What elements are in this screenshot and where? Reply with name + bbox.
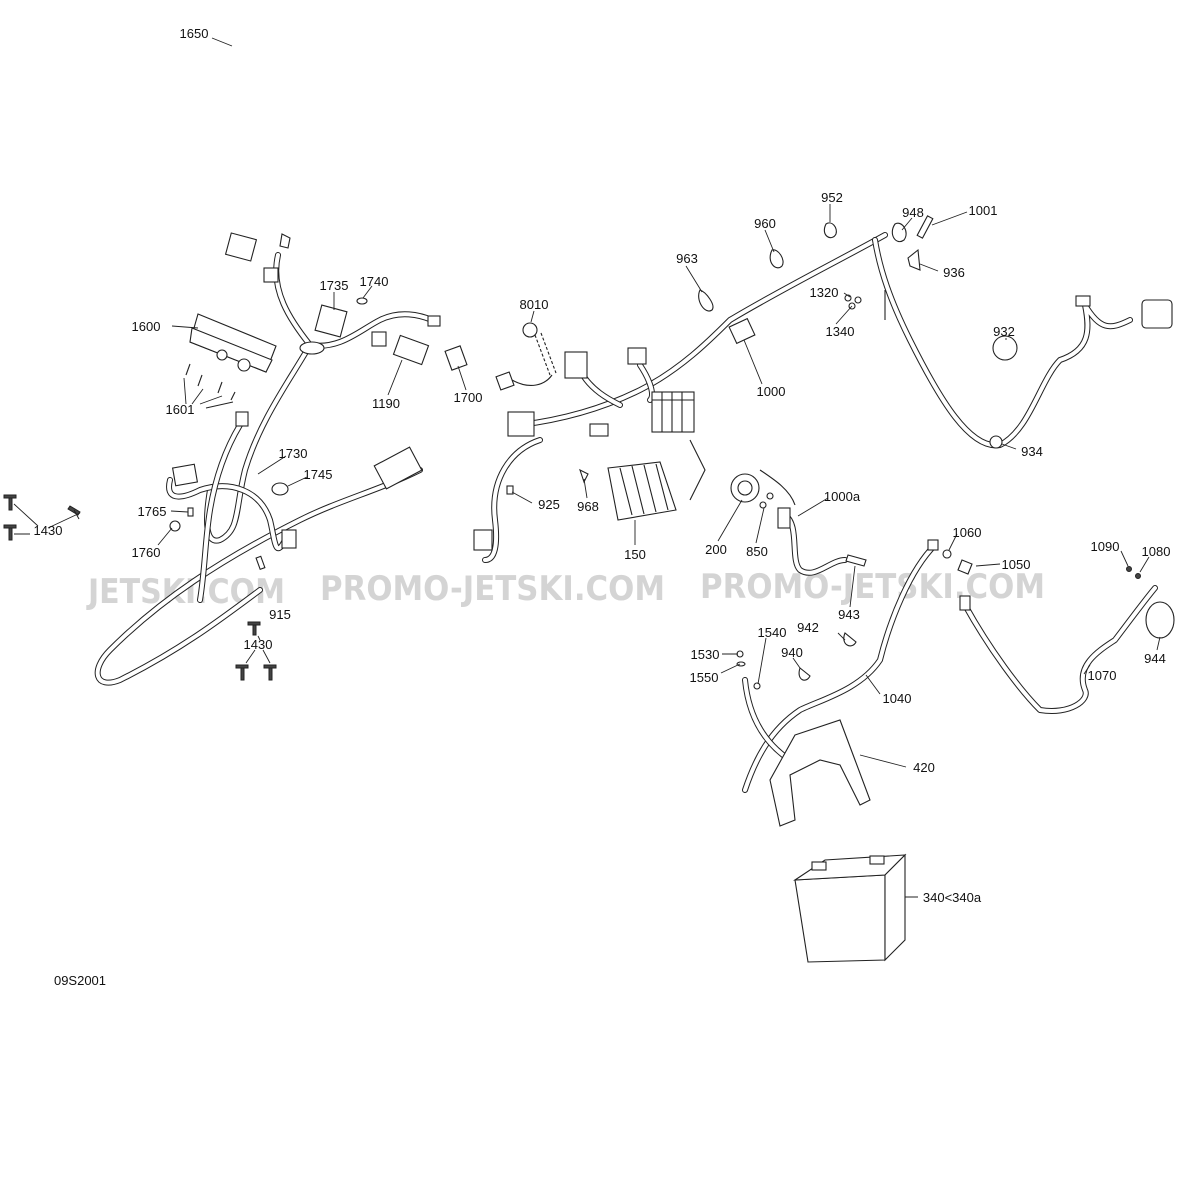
part-8010 <box>495 322 557 391</box>
label-1540: 1540 <box>758 625 787 640</box>
label-1001: 1001 <box>969 203 998 218</box>
left-harness-1730 <box>94 252 435 686</box>
label-1430-b: 1430 <box>244 637 273 652</box>
label-150: 150 <box>624 547 646 562</box>
label-1060: 1060 <box>953 525 982 540</box>
watermark-text: PROMO-JETSKI.COM <box>700 567 1045 607</box>
label-850: 850 <box>746 544 768 559</box>
small-fasteners-left <box>3 482 289 681</box>
part-150-regulator <box>607 461 677 521</box>
part-340-battery <box>793 853 907 963</box>
label-940: 940 <box>781 645 803 660</box>
label-1320: 1320 <box>810 285 839 300</box>
label-960: 960 <box>754 216 776 231</box>
label-1040: 1040 <box>883 691 912 706</box>
label-200: 200 <box>705 542 727 557</box>
label-968: 968 <box>577 499 599 514</box>
leader-lines <box>13 37 1161 898</box>
label-948: 948 <box>902 205 924 220</box>
part-1600-gauge <box>189 313 277 373</box>
label-1000a: 1000a <box>824 489 861 504</box>
label-1090: 1090 <box>1091 539 1120 554</box>
watermark: JETSKI.COM PROMO-JETSKI.COM PROMO-JETSKI… <box>86 567 1045 612</box>
label-1340: 1340 <box>826 324 855 339</box>
label-1760: 1760 <box>132 545 161 560</box>
label-1735: 1735 <box>320 278 349 293</box>
label-936: 936 <box>943 265 965 280</box>
label-1530: 1530 <box>691 647 720 662</box>
label-1600: 1600 <box>132 319 161 334</box>
label-1745: 1745 <box>304 467 333 482</box>
part-420-strap <box>769 719 871 827</box>
diagram-id: 09S2001 <box>54 973 106 988</box>
label-1730: 1730 <box>279 446 308 461</box>
part-1000a-cable <box>777 507 867 576</box>
small-fasteners-right <box>736 549 1141 690</box>
switch-parts <box>314 297 468 371</box>
label-934: 934 <box>1021 444 1043 459</box>
label-932: 932 <box>993 324 1015 339</box>
label-1070: 1070 <box>1088 668 1117 683</box>
clips-ties <box>506 215 1018 495</box>
label-1550: 1550 <box>690 670 719 685</box>
label-420: 420 <box>913 760 935 775</box>
label-1650: 1650 <box>180 26 209 41</box>
watermark-text: JETSKI.COM <box>86 572 285 612</box>
label-1601: 1601 <box>166 402 195 417</box>
label-942: 942 <box>797 620 819 635</box>
label-944: 944 <box>1144 651 1166 666</box>
label-1700: 1700 <box>454 390 483 405</box>
label-1050: 1050 <box>1002 557 1031 572</box>
label-1765: 1765 <box>138 504 167 519</box>
label-1080: 1080 <box>1142 544 1171 559</box>
label-915: 915 <box>269 607 291 622</box>
label-952: 952 <box>821 190 843 205</box>
main-harness-1000 <box>473 232 1173 563</box>
label-340-340a: 340<340a <box>923 890 982 905</box>
label-1000: 1000 <box>757 384 786 399</box>
part-1601-screws <box>185 363 236 401</box>
part-1070-cable <box>959 585 1175 714</box>
watermark-text: PROMO-JETSKI.COM <box>320 569 665 609</box>
part-1650 <box>224 232 291 283</box>
label-8010: 8010 <box>520 297 549 312</box>
label-943: 943 <box>838 607 860 622</box>
part-labels: 1650 1735 1740 1600 1601 1190 1700 1730 … <box>34 26 1171 988</box>
part-200-solenoid <box>730 469 796 509</box>
label-1430: 1430 <box>34 523 63 538</box>
label-925: 925 <box>538 497 560 512</box>
part-1040-cable <box>742 539 939 793</box>
label-1190: 1190 <box>372 396 400 411</box>
label-963: 963 <box>676 251 698 266</box>
label-1740: 1740 <box>360 274 389 289</box>
